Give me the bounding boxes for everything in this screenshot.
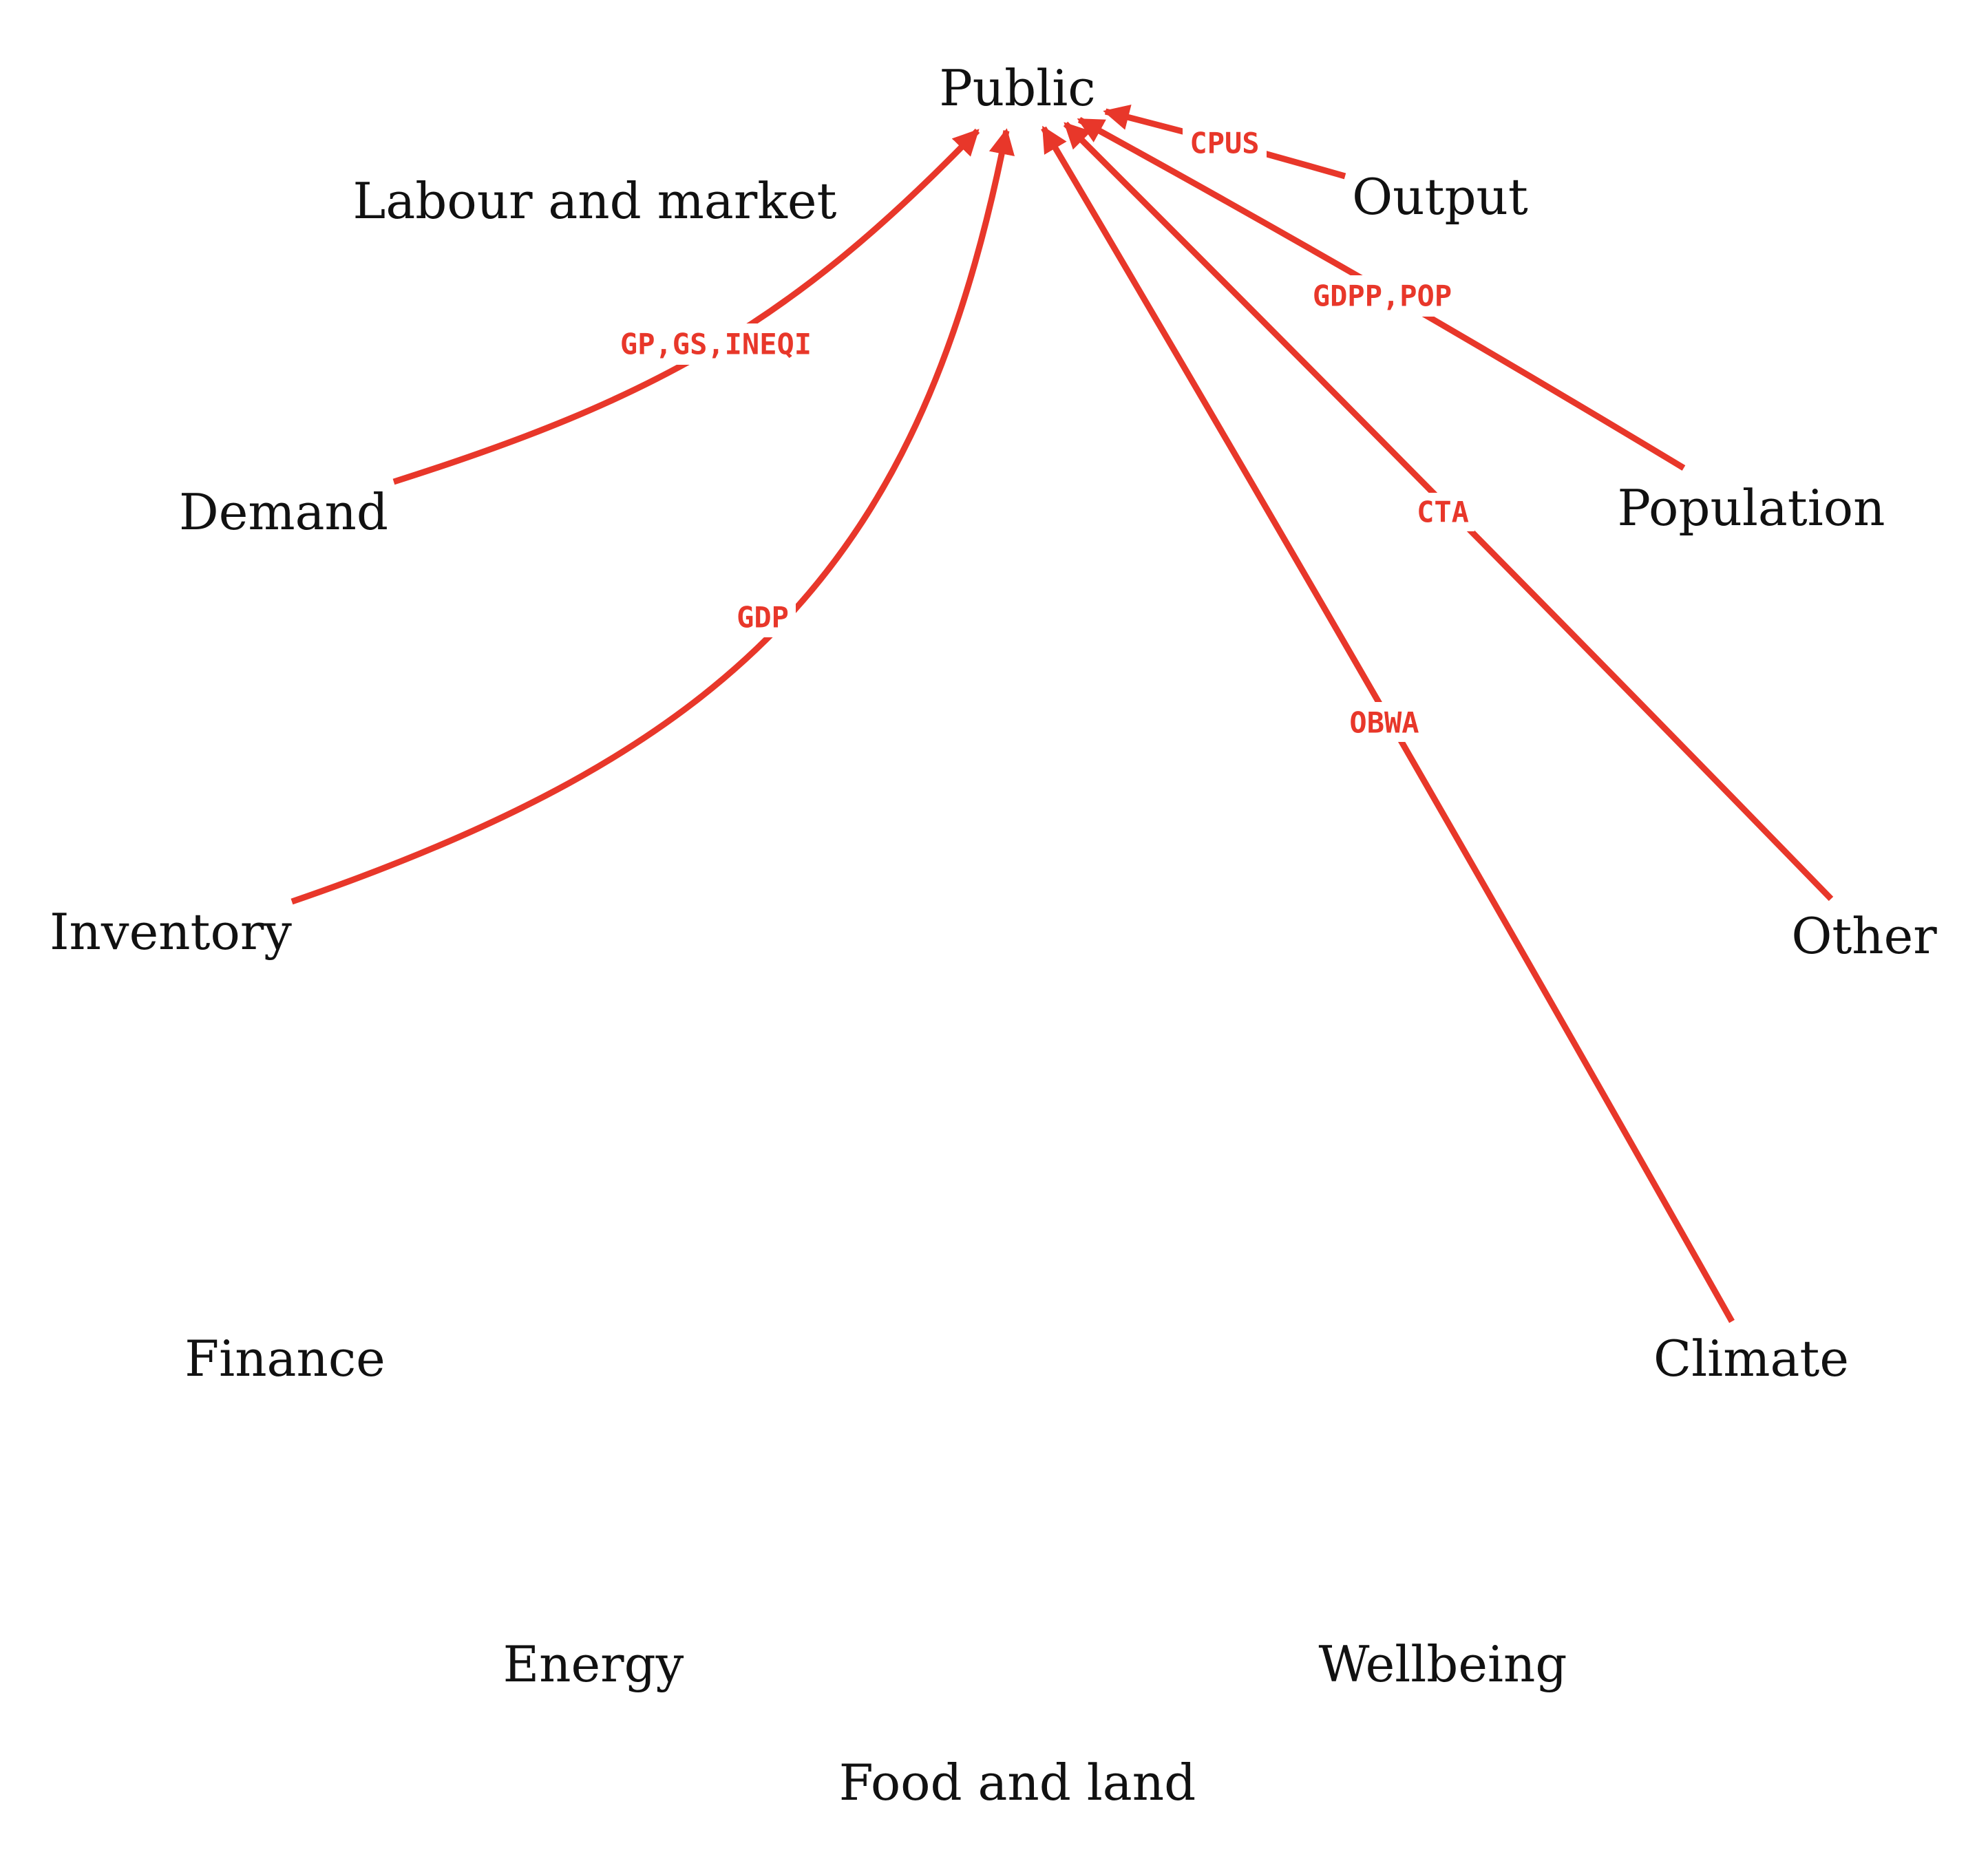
edge-label-gp-gs-ineqi: GP,GS,INEQI <box>611 323 826 365</box>
node-wellbeing: Wellbeing <box>1319 1635 1567 1693</box>
node-other: Other <box>1791 907 1937 965</box>
node-energy: Energy <box>503 1635 684 1693</box>
node-finance: Finance <box>184 1330 385 1387</box>
edge-label-gdpp-pop: GDPP,POP <box>1305 275 1461 317</box>
node-demand: Demand <box>179 483 388 541</box>
edge-label-cpus: CPUS <box>1183 124 1267 162</box>
edge-labels-layer: CPUS GDPP,POP GP,GS,INEQI CTA GDP OBWA <box>611 124 1474 742</box>
edge-label-obwa-text: OBWA <box>1349 706 1419 740</box>
edge-label-obwa: OBWA <box>1342 702 1426 742</box>
edge-label-gdpp-pop-text: GDPP,POP <box>1313 279 1452 313</box>
edge-label-gp-gs-ineqi-text: GP,GS,INEQI <box>620 328 812 361</box>
edge-label-gdp: GDP <box>730 597 796 637</box>
edge-inventory-public <box>290 128 1015 905</box>
node-inventory: Inventory <box>50 903 292 961</box>
node-population: Population <box>1618 479 1885 537</box>
node-public: Public <box>939 59 1095 117</box>
node-output: Output <box>1352 168 1528 226</box>
edge-label-gdp-text: GDP <box>737 601 789 635</box>
node-labour-and-market: Labour and market <box>353 172 837 230</box>
edge-label-cpus-text: CPUS <box>1189 127 1259 160</box>
node-climate: Climate <box>1653 1330 1849 1387</box>
edges-layer <box>290 105 1834 1323</box>
edge-label-cta: CTA <box>1413 493 1474 531</box>
edge-label-cta-text: CTA <box>1417 496 1469 529</box>
nodes-layer: Public Labour and market Output Demand P… <box>50 59 1937 1811</box>
node-food-and-land: Food and land <box>839 1754 1196 1811</box>
